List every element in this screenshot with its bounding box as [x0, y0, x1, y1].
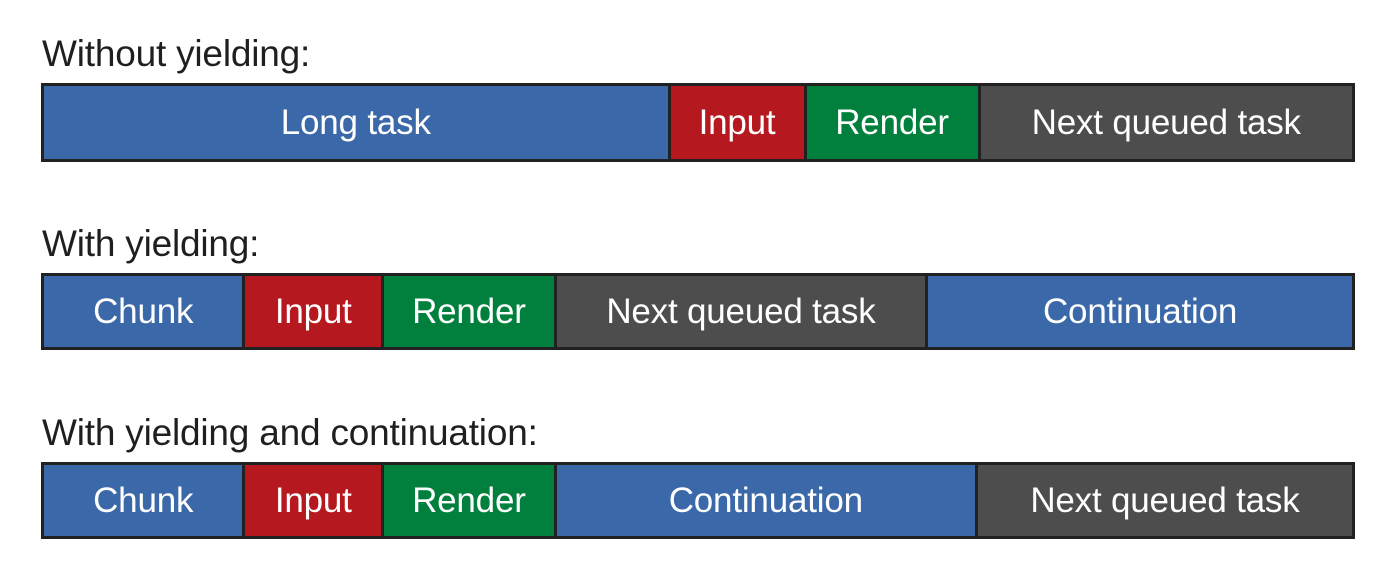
segment-label: Next queued task — [1030, 480, 1300, 520]
timeline-bar-with-yielding: Chunk Input Render Next queued task Cont… — [41, 273, 1355, 350]
segment-render: Render — [806, 86, 981, 159]
segment-render: Render — [384, 465, 557, 536]
timeline-bar-without-yielding: Long task Input Render Next queued task — [41, 83, 1355, 162]
segment-label: Render — [412, 480, 526, 520]
segment-label: Next queued task — [1031, 102, 1301, 142]
segment-label: Render — [412, 291, 526, 331]
segment-label: Input — [274, 480, 352, 520]
segment-next-queued-task: Next queued task — [977, 465, 1352, 536]
segment-label: Continuation — [1042, 291, 1238, 331]
segment-long-task: Long task — [44, 86, 671, 159]
segment-input: Input — [670, 86, 807, 159]
row-label-with-yielding: With yielding: — [42, 223, 260, 264]
row-label-without-yielding: Without yielding: — [42, 33, 311, 74]
segment-label: Input — [698, 102, 776, 142]
segment-label: Chunk — [93, 480, 194, 520]
segment-label: Long task — [280, 102, 431, 142]
timeline-row-without-yielding: Without yielding: Long task Input Render… — [41, 32, 1355, 162]
segment-input: Input — [245, 276, 385, 347]
timeline-row-with-yielding-and-continuation: With yielding and continuation: Chunk In… — [41, 411, 1355, 539]
segment-chunk: Chunk — [44, 276, 246, 347]
segment-continuation: Continuation — [556, 465, 978, 536]
segment-next-queued-task: Next queued task — [980, 86, 1352, 159]
segment-label: Chunk — [93, 291, 194, 331]
segment-continuation: Continuation — [928, 276, 1352, 347]
segment-render: Render — [384, 276, 557, 347]
segment-label: Render — [835, 102, 949, 142]
row-label-with-yielding-and-continuation: With yielding and continuation: — [42, 412, 538, 453]
segment-chunk: Chunk — [44, 465, 246, 536]
segment-next-queued-task: Next queued task — [556, 276, 929, 347]
segment-label: Input — [274, 291, 352, 331]
timeline-row-with-yielding: With yielding: Chunk Input Render Next q… — [41, 222, 1355, 350]
segment-input: Input — [245, 465, 385, 536]
segment-label: Next queued task — [606, 291, 876, 331]
timeline-bar-with-yielding-and-continuation: Chunk Input Render Continuation Next que… — [41, 462, 1355, 539]
segment-label: Continuation — [668, 480, 863, 520]
